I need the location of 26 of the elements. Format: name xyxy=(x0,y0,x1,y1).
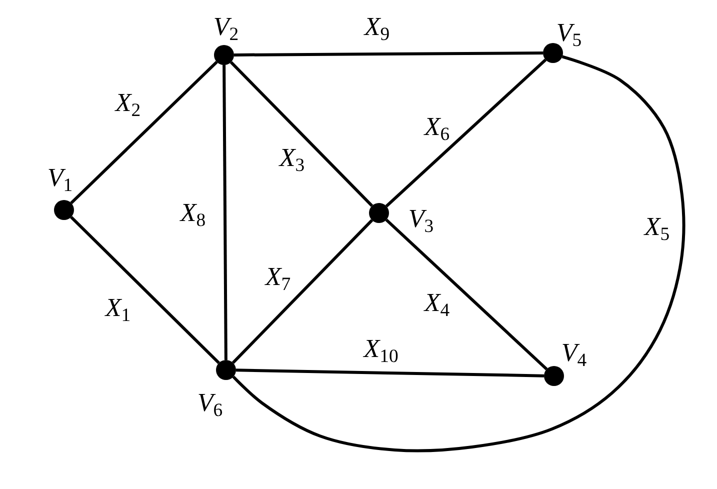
graph-edge xyxy=(385,58,547,208)
edge-label: X$_{8}$ xyxy=(180,200,206,226)
vertex-label: V$_{1}$ xyxy=(47,165,73,191)
graph-edge xyxy=(232,219,374,364)
graph-edge xyxy=(385,218,548,370)
graph-edge xyxy=(222,65,228,360)
graph-edge xyxy=(230,61,374,207)
vertex-label: V$_{4}$ xyxy=(561,340,587,366)
vertex-label: V$_{5}$ xyxy=(556,20,582,46)
vertex-label: V$_{3}$ xyxy=(408,206,434,232)
edge-label: X$_{3}$ xyxy=(279,145,305,171)
edge-label: X$_{5}$ xyxy=(644,214,670,240)
vertex-label: V$_{6}$ xyxy=(197,390,223,416)
edge-label: X$_{4}$ xyxy=(424,290,450,316)
edge-label: X$_{2}$ xyxy=(115,90,141,116)
graph-edge xyxy=(70,216,220,364)
edge-label: X$_{10}$ xyxy=(364,336,398,362)
vertex-label: V$_{2}$ xyxy=(213,14,239,40)
graph-edge xyxy=(236,368,544,378)
graph-edge xyxy=(232,55,686,452)
edge-label: X$_{7}$ xyxy=(265,264,291,290)
edge-label: X$_{9}$ xyxy=(364,14,390,40)
edge-label: X$_{1}$ xyxy=(105,295,131,321)
graph-edge xyxy=(234,52,543,56)
graph-edge xyxy=(70,60,218,204)
edge-label: X$_{6}$ xyxy=(424,114,450,140)
